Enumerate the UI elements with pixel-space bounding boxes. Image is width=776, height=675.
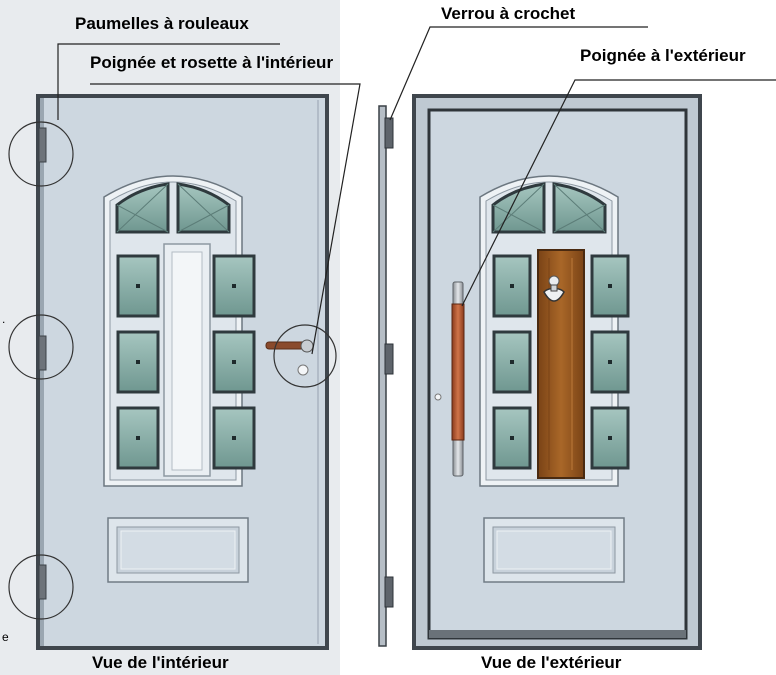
leader-lines: [57, 26, 776, 355]
caption-exterior-view: Vue de l'extérieur: [481, 653, 622, 672]
label-verrou: Verrou à crochet: [441, 4, 576, 23]
edge-mark: e: [2, 630, 9, 644]
interior-hinges: [38, 127, 47, 600]
interior-handle: [265, 324, 337, 388]
caption-interior-view: Vue de l'intérieur: [92, 653, 229, 672]
interior-door: [8, 94, 337, 650]
interior-glazing: [103, 175, 256, 487]
label-paumelles: Paumelles à rouleaux: [75, 14, 249, 33]
exterior-door: [412, 94, 702, 650]
label-poignee-interieur: Poignée et rosette à l'intérieur: [90, 53, 334, 72]
hook-lock-strip: [378, 105, 394, 647]
interior-lower-panel: [107, 517, 249, 583]
label-poignee-exterieur: Poignée à l'extérieur: [580, 46, 746, 65]
hinge-highlight-circles: [8, 121, 74, 620]
door-knocker-icon: [543, 275, 565, 302]
exterior-lower-panel: [483, 517, 625, 583]
edge-mark: .: [2, 312, 6, 326]
exterior-glazing: [479, 175, 630, 487]
exterior-pull-handle: [434, 281, 465, 477]
